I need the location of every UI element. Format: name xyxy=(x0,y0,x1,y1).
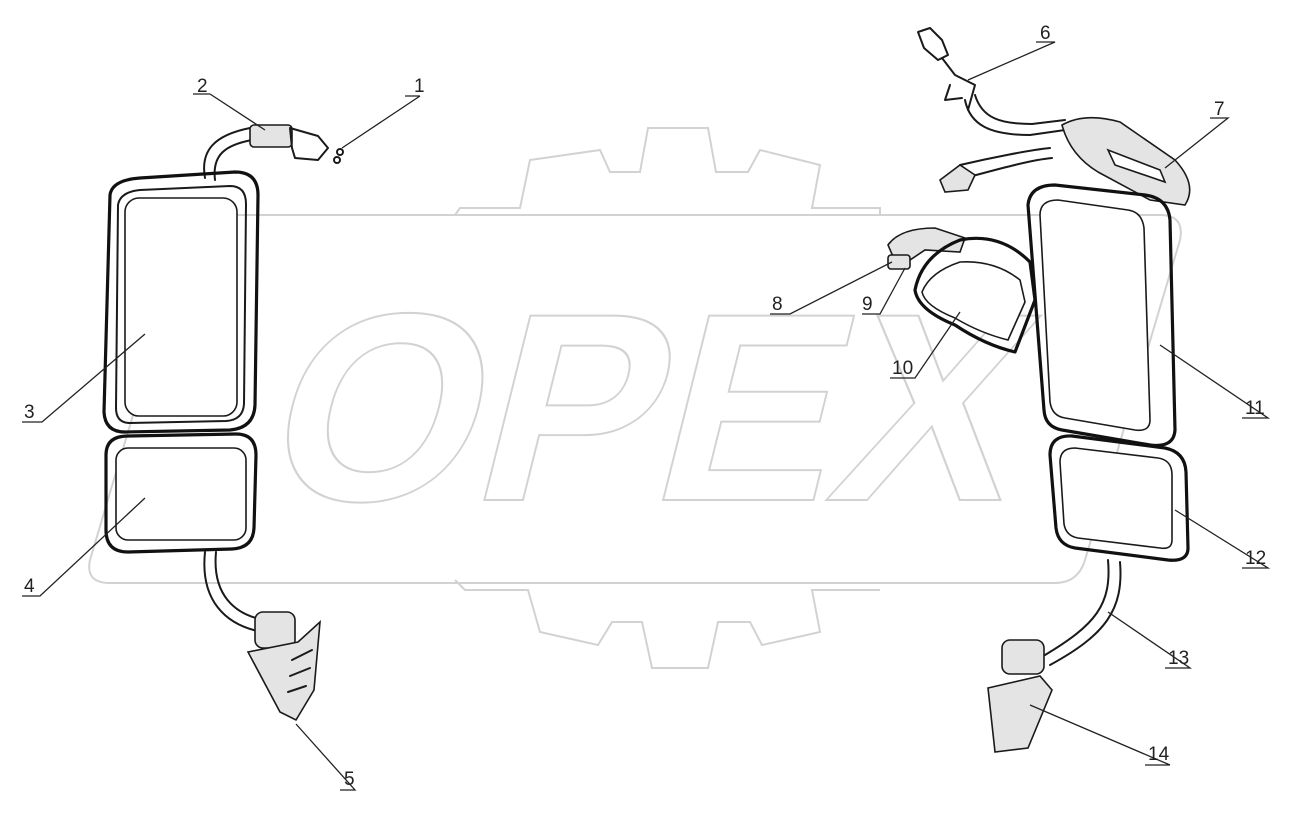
right-upper-arm xyxy=(964,94,1066,136)
right-signal-mount xyxy=(1001,639,1045,675)
callout-leaders xyxy=(22,41,1271,791)
leader-5 xyxy=(295,723,357,791)
leader-6 xyxy=(967,41,1056,81)
right-lower-mirror-glass xyxy=(1059,447,1173,550)
leader-4 xyxy=(22,497,146,597)
leader-9 xyxy=(862,267,906,315)
screw-part-1b xyxy=(333,156,341,164)
upper-bracket-plate xyxy=(917,27,949,61)
lower-bracket-clamp xyxy=(939,164,977,193)
right-mirror-assembly xyxy=(887,27,1191,753)
left-main-mirror-glass xyxy=(124,197,238,417)
watermark-gear-outline xyxy=(454,127,881,669)
leader-13 xyxy=(1107,611,1193,669)
leader-7 xyxy=(1164,117,1230,169)
right-lower-arm xyxy=(1044,559,1122,666)
curb-mirror-glass xyxy=(921,261,1026,341)
leader-11 xyxy=(1159,344,1271,419)
left-main-mirror-housing xyxy=(102,170,260,434)
right-lower-mirror-housing xyxy=(1048,434,1190,562)
leader-14 xyxy=(1029,704,1171,766)
left-turn-signal-lens-lines xyxy=(287,649,313,693)
left-turn-signal xyxy=(246,620,321,722)
callout-1: 1 xyxy=(414,76,425,97)
leader-2 xyxy=(193,93,266,131)
leader-10 xyxy=(890,311,961,379)
left-mirror-assembly xyxy=(102,124,344,722)
callout-3: 3 xyxy=(24,402,35,423)
callout-12: 12 xyxy=(1245,548,1266,569)
callout-14: 14 xyxy=(1148,744,1170,765)
right-main-mirror-housing xyxy=(1026,183,1177,448)
left-upper-clamp xyxy=(249,124,293,148)
leader-1 xyxy=(341,95,421,149)
right-turn-signal xyxy=(987,675,1053,753)
callout-8: 8 xyxy=(772,294,783,315)
callout-10: 10 xyxy=(892,358,913,379)
leader-3 xyxy=(22,333,146,423)
left-signal-mount xyxy=(254,611,296,649)
left-lower-mirror-glass xyxy=(115,447,247,541)
curb-mirror-joint xyxy=(887,254,911,270)
upper-bracket-arm xyxy=(941,57,976,111)
callout-6: 6 xyxy=(1040,23,1051,44)
watermark-logo: OPEX xyxy=(88,127,1182,669)
callout-11: 11 xyxy=(1245,398,1265,419)
leader-8 xyxy=(770,261,893,315)
callout-13: 13 xyxy=(1168,648,1189,669)
left-lower-mirror-housing xyxy=(104,432,258,554)
left-main-mirror-frame xyxy=(115,185,247,424)
left-upper-bracket xyxy=(289,127,329,161)
right-main-mirror-glass xyxy=(1039,199,1151,432)
callout-5: 5 xyxy=(344,769,355,790)
callout-2: 2 xyxy=(197,76,208,97)
small-spot-mirror-glass xyxy=(1106,148,1167,184)
callout-4: 4 xyxy=(24,576,35,597)
callout-7: 7 xyxy=(1214,99,1225,120)
callout-9: 9 xyxy=(862,294,873,315)
leader-12 xyxy=(1174,509,1271,569)
callout-labels: 1 2 3 4 5 6 7 8 9 10 11 12 13 14 xyxy=(24,23,1266,790)
screw-part-1a xyxy=(336,148,344,156)
